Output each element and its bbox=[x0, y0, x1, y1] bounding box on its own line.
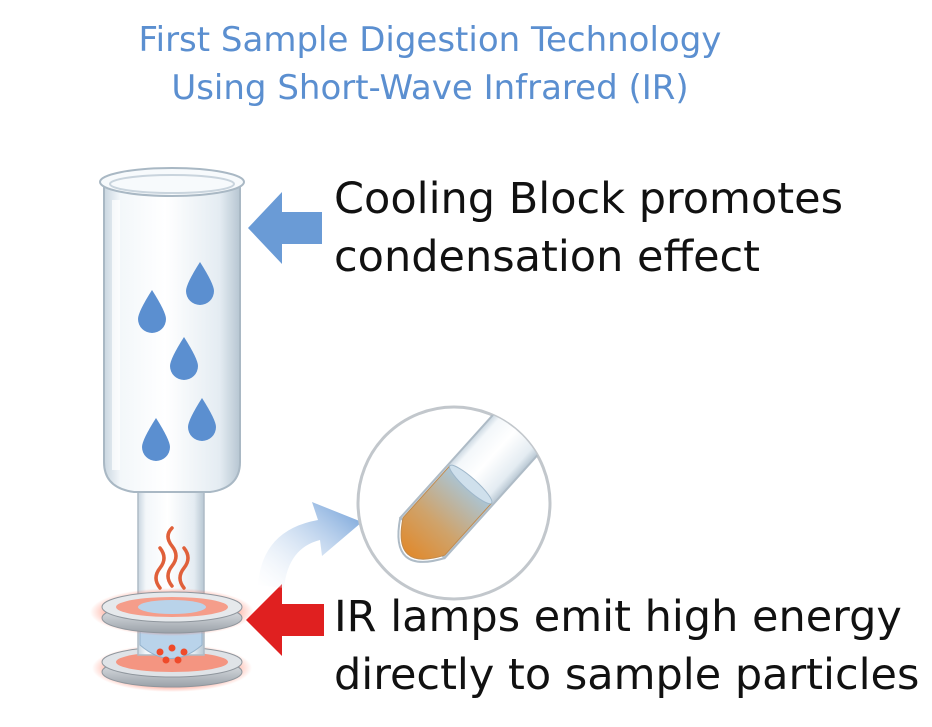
ir-callout-line-1: IR lamps emit high energy bbox=[334, 592, 902, 642]
cooling-callout-line-1: Cooling Block promotes bbox=[334, 174, 843, 224]
droplet-icon bbox=[142, 418, 170, 461]
lower-heater-ring bbox=[92, 644, 252, 692]
upper-heater-ring bbox=[90, 588, 254, 636]
ir-callout-line-2: directly to sample particles bbox=[334, 650, 920, 700]
magnified-sample-view bbox=[356, 405, 552, 601]
heat-waves-icon bbox=[154, 526, 190, 590]
cooling-block-column bbox=[99, 167, 245, 493]
condensation-droplets bbox=[138, 262, 216, 461]
cooling-callout-line-2: condensation effect bbox=[334, 232, 761, 282]
droplet-icon bbox=[188, 398, 216, 441]
zoom-curved-arrow-icon bbox=[258, 502, 362, 588]
droplet-icon bbox=[186, 262, 214, 305]
droplet-icon bbox=[138, 290, 166, 333]
droplet-icon bbox=[170, 337, 198, 380]
diagram-title-line-2: Using Short-Wave Infrared (IR) bbox=[171, 68, 689, 108]
sample-particles bbox=[156, 644, 188, 664]
lower-tube bbox=[137, 489, 205, 664]
ir-pointer-arrow-icon bbox=[246, 584, 324, 656]
cooling-pointer-arrow-icon bbox=[248, 192, 322, 264]
diagram-title-line-1: First Sample Digestion Technology bbox=[138, 20, 722, 60]
